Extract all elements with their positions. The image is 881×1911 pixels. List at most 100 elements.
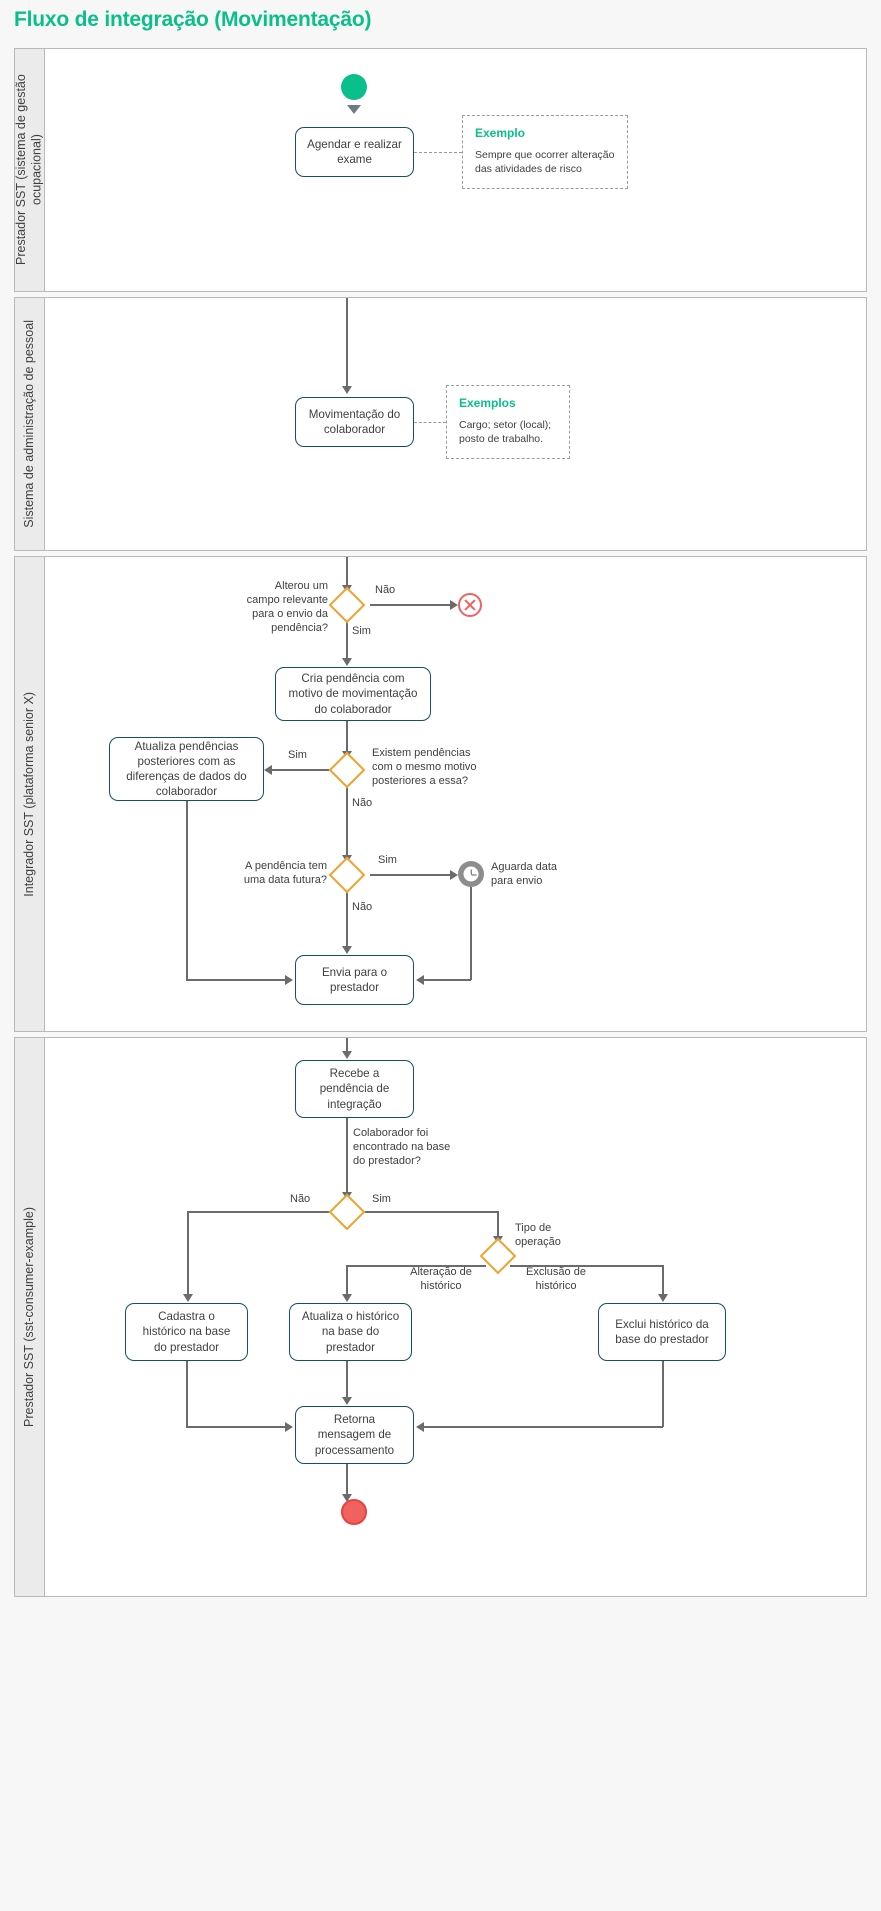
- connector-data-futura-nao: [346, 890, 348, 952]
- gateway-pendencia-data-futura[interactable]: [328, 856, 366, 894]
- task-exclui-historico[interactable]: Exclui histórico da base do prestador: [598, 1303, 726, 1361]
- annotation-exemplo-1: Exemplo Sempre que ocorrer alteração das…: [462, 115, 628, 189]
- annotation-text: Cargo; setor (local); posto de trabalho.: [459, 419, 552, 445]
- arrowhead-movimentacao: [342, 386, 352, 394]
- annotation-title: Exemplo: [475, 126, 526, 140]
- arrowhead-exclui-historico: [658, 1294, 668, 1302]
- flow-label-data-futura-nao: Não: [352, 901, 373, 913]
- swimlane-body-1: Agendar e realizar exame Exemplo Sempre …: [45, 49, 866, 291]
- connector-existem-nao: [346, 785, 348, 861]
- connector-exclui-down: [662, 1361, 664, 1427]
- arrowhead-retorna-right: [416, 1422, 424, 1432]
- flow-label-colaborador-nao: Não: [290, 1193, 311, 1205]
- arrowhead-atualiza-pendencias: [264, 765, 272, 775]
- flow-label-alterou-sim: Sim: [352, 625, 371, 637]
- connector-atualiza-down: [186, 801, 188, 980]
- connector-atualiza-to-retorna: [346, 1361, 348, 1403]
- gateway-existem-pendencias[interactable]: [328, 751, 366, 789]
- task-atualiza-historico[interactable]: Atualiza o histórico na base do prestado…: [289, 1303, 412, 1361]
- arrowhead-envia-left: [285, 975, 293, 985]
- task-atualiza-pendencias-posteriores[interactable]: Atualiza pendências posteriores com as d…: [109, 737, 264, 801]
- timer-label: Aguarda data para envio: [491, 861, 558, 888]
- task-envia-para-prestador[interactable]: Envia para o prestador: [295, 955, 414, 1005]
- connector-colaborador-nao-v: [187, 1211, 189, 1299]
- gateway-colaborador-encontrado[interactable]: [328, 1193, 366, 1231]
- swimlane-prestador-sst-consumer: Prestador SST (sst-consumer-example) Rec…: [14, 1037, 867, 1597]
- annotation-text: Sempre que ocorrer alteração das ativida…: [475, 149, 615, 175]
- timer-event-aguarda-data: [458, 861, 484, 887]
- swimlane-label-sistema-administracao: Sistema de administração de pessoal: [15, 298, 45, 550]
- swimlane-label-integrador-sst: Integrador SST (plataforma senior X): [15, 557, 45, 1031]
- task-recebe-pendencia-integracao[interactable]: Recebe a pendência de integração: [295, 1060, 414, 1118]
- connector-retorna-to-end: [346, 1464, 348, 1500]
- swimlane-label-text: Sistema de administração de pessoal: [21, 320, 36, 528]
- gateway-data-futura-label: A pendência tem uma data futura?: [243, 860, 327, 887]
- annotation-link-1: [414, 152, 462, 153]
- swimlane-label-text: Prestador SST (sst-consumer-example): [21, 1207, 36, 1427]
- start-event: [341, 74, 367, 100]
- connector-into-gateway-alterou: [346, 557, 348, 589]
- flow-label-tipo-alteracao: Alteração de histórico: [410, 1266, 472, 1292]
- gateway-colaborador-label: Colaborador foi encontrado na base do pr…: [353, 1127, 451, 1168]
- arrowhead-recebe: [342, 1051, 352, 1059]
- connector-existem-sim: [270, 769, 334, 771]
- arrowhead-retorna-left: [285, 1422, 293, 1432]
- connector-colaborador-sim-v: [497, 1211, 499, 1241]
- connector-alterou-nao: [370, 604, 454, 606]
- annotation-exemplos-2: Exemplos Cargo; setor (local); posto de …: [446, 385, 570, 459]
- swimlane-label-prestador-sst-gestao: Prestador SST (sistema de gestão ocupaci…: [15, 49, 45, 291]
- connector-tipo-exclusao-v: [662, 1265, 664, 1299]
- arrowhead-cadastra: [183, 1294, 193, 1302]
- gateway-alterou-label: Alterou um campo relevante para o envio …: [246, 580, 328, 635]
- swimlane-body-4: Recebe a pendência de integração Colabor…: [45, 1038, 866, 1596]
- swimlane-body-3: Alterou um campo relevante para o envio …: [45, 557, 866, 1031]
- connector-cadastra-right: [186, 1426, 286, 1428]
- arrowhead-timer: [450, 870, 458, 880]
- task-cadastra-historico[interactable]: Cadastra o histórico na base do prestado…: [125, 1303, 248, 1361]
- swimlane-label-text: Integrador SST (plataforma senior X): [21, 691, 36, 897]
- terminate-event: [458, 593, 482, 617]
- task-agendar-realizar-exame[interactable]: Agendar e realizar exame: [295, 127, 414, 177]
- swimlane-body-2: Movimentação do colaborador Exemplos Car…: [45, 298, 866, 550]
- arrowhead-atualiza-historico: [342, 1294, 352, 1302]
- connector-atualiza-right: [186, 979, 286, 981]
- gateway-tipo-label: Tipo de operação: [515, 1222, 561, 1249]
- arrowhead-envia-right: [416, 975, 424, 985]
- swimlane-label-prestador-sst-consumer: Prestador SST (sst-consumer-example): [15, 1038, 45, 1596]
- connector-timer-down: [470, 887, 472, 980]
- swimlane-label-text: Prestador SST (sistema de gestão ocupaci…: [15, 74, 44, 266]
- connector-colaborador-nao-h: [187, 1211, 335, 1213]
- connector-cadastra-down: [186, 1361, 188, 1427]
- task-retorna-mensagem-processamento[interactable]: Retorna mensagem de processamento: [295, 1406, 414, 1464]
- swimlane-sistema-administracao-pessoal: Sistema de administração de pessoal Movi…: [14, 297, 867, 551]
- annotation-link-2: [414, 422, 446, 423]
- end-event: [341, 1499, 367, 1525]
- flow-label-existem-nao: Não: [352, 797, 373, 809]
- connector-tipo-alteracao-v: [346, 1265, 348, 1299]
- gateway-alterou-campo-relevante[interactable]: [328, 586, 366, 624]
- connector-timer-left: [424, 979, 471, 981]
- swimlane-integrador-sst: Integrador SST (plataforma senior X) Alt…: [14, 556, 867, 1032]
- connector-tipo-alteracao-h: [346, 1265, 486, 1267]
- arrowhead-terminate: [450, 600, 458, 610]
- flow-label-colaborador-sim: Sim: [372, 1193, 391, 1205]
- annotation-title: Exemplos: [459, 396, 516, 410]
- flow-label-existem-sim: Sim: [288, 749, 307, 761]
- connector-alterou-sim: [346, 620, 348, 664]
- connector-data-futura-sim: [370, 874, 454, 876]
- task-movimentacao-colaborador[interactable]: Movimentação do colaborador: [295, 397, 414, 447]
- start-arrowhead-icon: [347, 105, 361, 114]
- arrowhead-retorna-top: [342, 1397, 352, 1405]
- gateway-existem-label: Existem pendências com o mesmo motivo po…: [372, 747, 477, 788]
- gateway-tipo-operacao[interactable]: [479, 1237, 517, 1275]
- connector-exclui-left: [424, 1426, 663, 1428]
- task-cria-pendencia-movimentacao[interactable]: Cria pendência com motivo de movimentaçã…: [275, 667, 431, 721]
- swimlane-prestador-sst-gestao: Prestador SST (sistema de gestão ocupaci…: [14, 48, 867, 292]
- connector-cria-to-existem: [346, 721, 348, 757]
- flow-label-alterou-nao: Não: [375, 584, 396, 596]
- arrowhead-envia: [342, 946, 352, 954]
- clock-icon: [463, 866, 479, 882]
- connector-into-recebe: [346, 1038, 348, 1056]
- connector-tipo-exclusao-h: [510, 1265, 663, 1267]
- connector-exame-to-movimentacao: [346, 298, 348, 388]
